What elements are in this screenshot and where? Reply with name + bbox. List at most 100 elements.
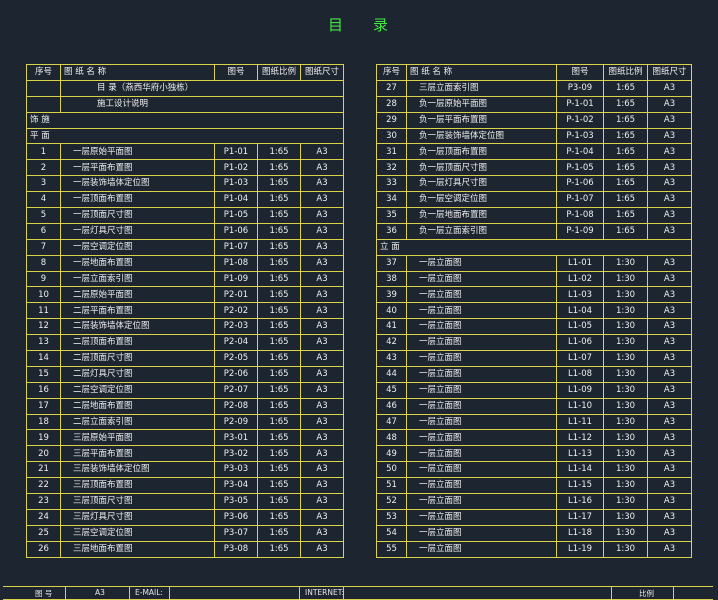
row-num: 18 <box>26 413 61 431</box>
row-code: P3-09 <box>556 79 604 97</box>
row-code: P1-09 <box>214 270 258 288</box>
row-size: A3 <box>647 508 692 526</box>
row-size: A3 <box>300 143 344 161</box>
row-name: 一层平面布置图 <box>60 159 215 177</box>
footer-divider <box>299 587 300 599</box>
row-scale: 1:65 <box>257 350 301 367</box>
row-code: L1-12 <box>556 429 604 447</box>
row-num: 10 <box>26 286 61 304</box>
row-name: 一层立面图 <box>406 334 557 352</box>
row-scale: 1:65 <box>603 95 648 113</box>
header-size: 图纸尺寸 <box>647 64 692 81</box>
row-code: P1-05 <box>214 207 258 224</box>
row-size: A3 <box>300 429 344 447</box>
row-code: P1-01 <box>214 143 258 161</box>
row-scale: 1:65 <box>257 222 301 240</box>
row-size: A3 <box>647 445 692 463</box>
row-scale: 1:65 <box>257 445 301 463</box>
row-scale: 1:30 <box>603 286 648 304</box>
row-name: 一层立面图 <box>406 540 557 558</box>
header-name: 图 纸 名 称 <box>406 64 557 81</box>
row-name: 一层地面布置图 <box>60 254 215 272</box>
row-code: L1-01 <box>556 254 604 272</box>
row-name: 一层灯具尺寸图 <box>60 222 215 240</box>
row-num: 12 <box>26 318 61 336</box>
row-scale: 1:30 <box>603 413 648 431</box>
row-size: A3 <box>300 334 344 352</box>
row-scale: 1:30 <box>603 381 648 399</box>
row-name: 一层立面图 <box>406 381 557 399</box>
footer-code-label: 图 号 <box>35 589 53 598</box>
row-size: A3 <box>300 207 344 224</box>
row-code: P2-06 <box>214 365 258 383</box>
row-code: L1-15 <box>556 477 604 495</box>
intro-row: 目 录（燕西华府小独栋） <box>26 79 344 97</box>
row-code: P2-02 <box>214 302 258 320</box>
row-num: 19 <box>26 429 61 447</box>
row-size: A3 <box>647 350 692 367</box>
row-size: A3 <box>300 540 344 558</box>
row-scale: 1:30 <box>603 508 648 526</box>
row-num: 23 <box>26 493 61 510</box>
row-num: 49 <box>376 445 407 463</box>
row-size: A3 <box>300 524 344 542</box>
row-num: 31 <box>376 143 407 161</box>
row-code: P2-09 <box>214 413 258 431</box>
row-scale: 1:30 <box>603 270 648 288</box>
row-scale: 1:65 <box>257 508 301 526</box>
row-num: 1 <box>26 143 61 161</box>
row-scale: 1:65 <box>257 477 301 495</box>
row-size: A3 <box>300 493 344 510</box>
row-name: 一层立面图 <box>406 286 557 304</box>
row-num: 5 <box>26 207 61 224</box>
row-size: A3 <box>647 365 692 383</box>
row-name: 一层立面图 <box>406 318 557 336</box>
header-code: 图号 <box>556 64 604 81</box>
row-size: A3 <box>647 222 692 240</box>
row-code: P-1-08 <box>556 207 604 224</box>
row-scale: 1:30 <box>603 445 648 463</box>
row-code: P-1-03 <box>556 127 604 145</box>
row-code: P1-06 <box>214 222 258 240</box>
row-size: A3 <box>647 477 692 495</box>
row-num: 27 <box>376 79 407 97</box>
intro-num-cell <box>26 95 61 113</box>
row-name: 三层装饰墙体定位图 <box>60 461 215 479</box>
row-code: L1-04 <box>556 302 604 320</box>
row-scale: 1:65 <box>603 191 648 209</box>
footer-scale: 比例 <box>639 589 654 598</box>
row-size: A3 <box>647 111 692 129</box>
row-code: L1-11 <box>556 413 604 431</box>
row-name: 负一层灯具尺寸图 <box>406 175 557 193</box>
row-scale: 1:65 <box>603 207 648 224</box>
row-scale: 1:30 <box>603 254 648 272</box>
catalog-left-body: 序号 图 纸 名 称 图号 图纸比例 图纸尺寸 目 录（燕西华府小独栋） 施工设… <box>26 64 344 558</box>
intro-row: 施工设计说明 <box>26 95 344 113</box>
row-size: A3 <box>300 445 344 463</box>
row-name: 三层立面索引图 <box>406 79 557 97</box>
row-size: A3 <box>300 286 344 304</box>
row-size: A3 <box>300 191 344 209</box>
row-scale: 1:30 <box>603 429 648 447</box>
footer-size: A3 <box>95 588 105 597</box>
row-name: 二层平面布置图 <box>60 302 215 320</box>
row-code: P3-04 <box>214 477 258 495</box>
